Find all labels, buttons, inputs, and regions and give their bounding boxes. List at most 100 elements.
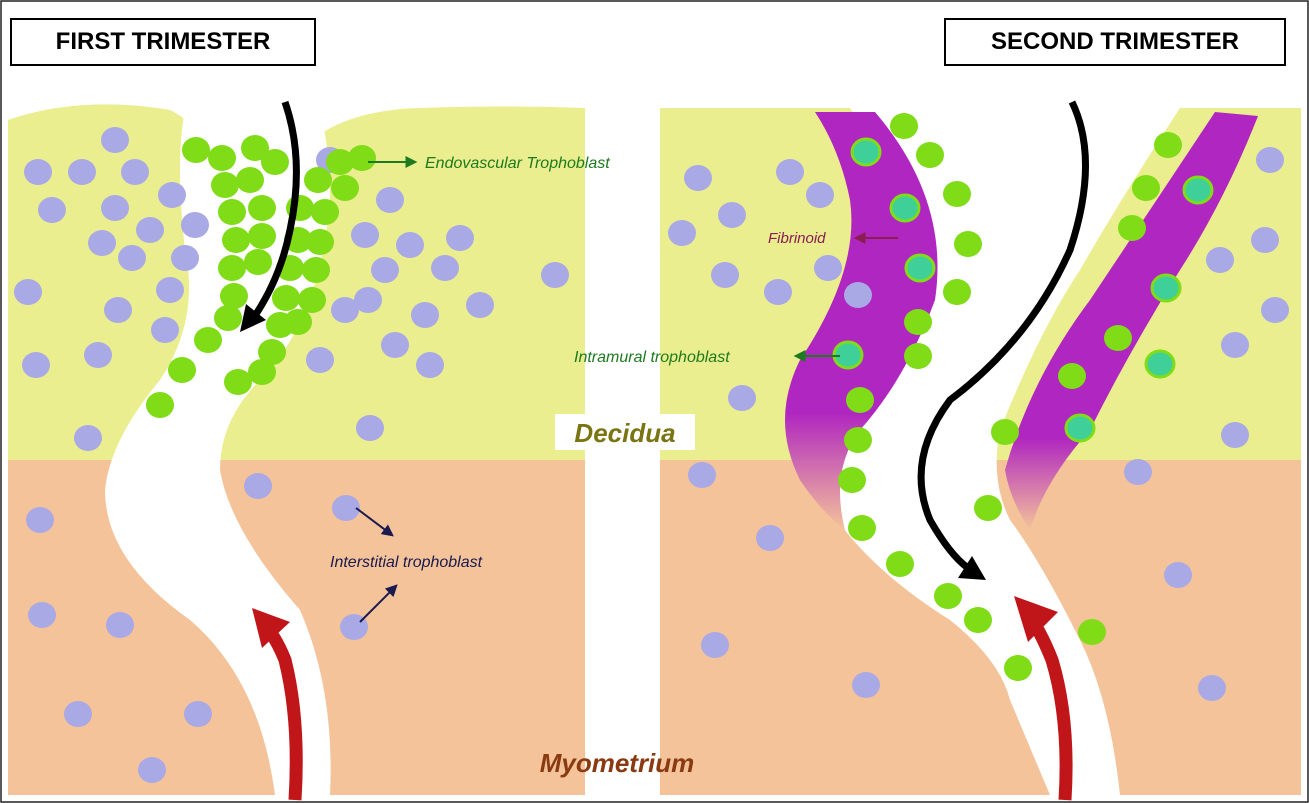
interstitial-cell bbox=[14, 279, 42, 305]
interstitial-cell bbox=[184, 701, 212, 727]
interstitial-cell bbox=[332, 495, 360, 521]
intramural-trophoblast-cell bbox=[852, 139, 880, 165]
intramural-trophoblast-cell bbox=[1066, 415, 1094, 441]
trophoblast-cell bbox=[1004, 655, 1032, 681]
trophoblast-cell bbox=[943, 279, 971, 305]
trophoblast-cell bbox=[943, 181, 971, 207]
interstitial-cell bbox=[244, 473, 272, 499]
interstitial-cell bbox=[684, 165, 712, 191]
interstitial-cell bbox=[306, 347, 334, 373]
trophoblast-cell bbox=[208, 145, 236, 171]
interstitial-cell bbox=[371, 257, 399, 283]
interstitial-cell bbox=[1221, 332, 1249, 358]
interstitial-cell bbox=[101, 127, 129, 153]
intramural-label: Intramural trophoblast bbox=[574, 349, 730, 366]
interstitial-cell bbox=[776, 159, 804, 185]
interstitial-cell bbox=[814, 255, 842, 281]
trophoblast-cell bbox=[236, 167, 264, 193]
trophoblast-cell bbox=[1104, 325, 1132, 351]
interstitial-cell bbox=[541, 262, 569, 288]
intramural-trophoblast-cell bbox=[1146, 351, 1174, 377]
interstitial-cell bbox=[1221, 422, 1249, 448]
trophoblast-cell bbox=[916, 142, 944, 168]
trophoblast-cell bbox=[248, 359, 276, 385]
interstitial-cell bbox=[446, 225, 474, 251]
trophoblast-cell bbox=[218, 199, 246, 225]
interstitial-cell bbox=[844, 282, 872, 308]
trophoblast-cell bbox=[224, 369, 252, 395]
trophoblast-cell bbox=[348, 145, 376, 171]
interstitial-cell bbox=[68, 159, 96, 185]
interstitial-cell bbox=[806, 182, 834, 208]
interstitial-cell bbox=[158, 182, 186, 208]
interstitial-cell bbox=[101, 195, 129, 221]
interstitial-cell bbox=[181, 212, 209, 238]
trophoblast-cell bbox=[331, 175, 359, 201]
interstitial-cell bbox=[852, 672, 880, 698]
trophoblast-cell bbox=[964, 607, 992, 633]
trophoblast-cell bbox=[248, 223, 276, 249]
interstitial-cell bbox=[431, 255, 459, 281]
interstitial-cell bbox=[22, 352, 50, 378]
trophoblast-cell bbox=[194, 327, 222, 353]
panel-divider bbox=[585, 108, 660, 798]
interstitial-cell bbox=[416, 352, 444, 378]
trophoblast-cell bbox=[838, 467, 866, 493]
interstitial-cell bbox=[466, 292, 494, 318]
interstitial-cell bbox=[396, 232, 424, 258]
trophoblast-cell bbox=[1132, 175, 1160, 201]
intramural-trophoblast-cell bbox=[906, 255, 934, 281]
trophoblast-cell bbox=[244, 249, 272, 275]
trophoblast-cell bbox=[1118, 215, 1146, 241]
second-trimester-title: SECOND TRIMESTER bbox=[944, 18, 1286, 66]
interstitial-cell bbox=[88, 230, 116, 256]
interstitial-cell bbox=[356, 415, 384, 441]
trophoblast-cell bbox=[886, 551, 914, 577]
interstitial-cell bbox=[38, 197, 66, 223]
trophoblast-cell bbox=[934, 583, 962, 609]
interstitial-cell bbox=[1198, 675, 1226, 701]
fibrinoid-label: Fibrinoid bbox=[768, 230, 826, 247]
interstitial-cell bbox=[1261, 297, 1289, 323]
interstitial-cell bbox=[1124, 459, 1152, 485]
trophoblast-cell bbox=[306, 229, 334, 255]
trophoblast-cell bbox=[284, 309, 312, 335]
interstitial-cell bbox=[64, 701, 92, 727]
interstitial-cell bbox=[74, 425, 102, 451]
trophoblast-cell bbox=[146, 392, 174, 418]
interstitial-cell bbox=[351, 222, 379, 248]
trophoblast-cell bbox=[222, 227, 250, 253]
interstitial-cell bbox=[26, 507, 54, 533]
myometrium-label: Myometrium bbox=[540, 748, 695, 778]
trophoblast-cell bbox=[904, 343, 932, 369]
interstitial-cell bbox=[756, 525, 784, 551]
interstitial-cell bbox=[121, 159, 149, 185]
trophoblast-cell bbox=[218, 255, 246, 281]
trophoblast-cell bbox=[311, 199, 339, 225]
interstitial-cell bbox=[701, 632, 729, 658]
trophoblast-cell bbox=[1154, 132, 1182, 158]
decidua-label: Decidua bbox=[574, 418, 675, 448]
trophoblast-cell bbox=[211, 172, 239, 198]
interstitial-cell bbox=[151, 317, 179, 343]
trophoblast-cell bbox=[991, 419, 1019, 445]
trophoblast-cell bbox=[1058, 363, 1086, 389]
trophoblast-cell bbox=[261, 149, 289, 175]
trophoblast-cell bbox=[974, 495, 1002, 521]
trophoblast-cell bbox=[844, 427, 872, 453]
trophoblast-cell bbox=[954, 231, 982, 257]
interstitial-cell bbox=[118, 245, 146, 271]
interstitial-cell bbox=[24, 159, 52, 185]
interstitial-cell bbox=[104, 297, 132, 323]
trophoblast-cell bbox=[220, 283, 248, 309]
trophoblast-cell bbox=[848, 515, 876, 541]
interstitial-cell bbox=[156, 277, 184, 303]
interstitial-label: Interstitial trophoblast bbox=[330, 554, 483, 571]
interstitial-cell bbox=[331, 297, 359, 323]
trophoblast-cell bbox=[1078, 619, 1106, 645]
trophoblast-cell bbox=[248, 195, 276, 221]
interstitial-cell bbox=[28, 602, 56, 628]
trophoblast-cell bbox=[302, 257, 330, 283]
endovascular-label: Endovascular Trophoblast bbox=[425, 155, 610, 172]
trophoblast-cell bbox=[890, 113, 918, 139]
